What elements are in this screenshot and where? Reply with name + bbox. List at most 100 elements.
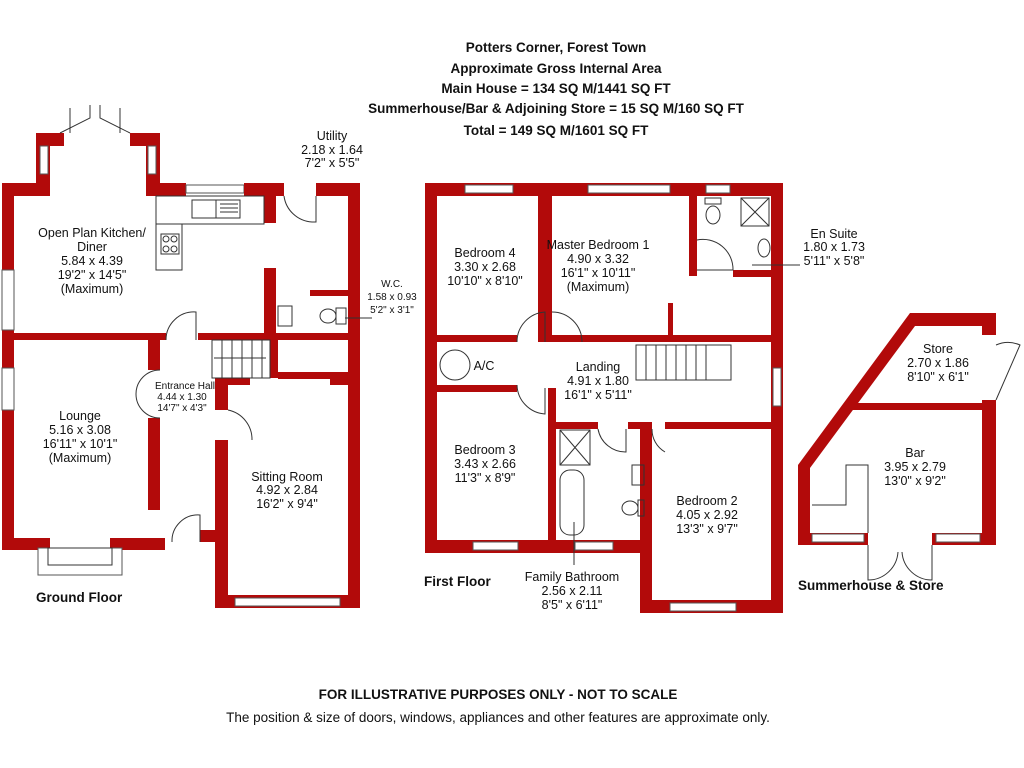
shower-icon bbox=[740, 197, 770, 227]
svg-text:8'5" x 6'11": 8'5" x 6'11" bbox=[542, 598, 603, 612]
basin-icon bbox=[757, 238, 771, 258]
svg-text:8'10" x 6'1": 8'10" x 6'1" bbox=[907, 370, 969, 384]
svg-text:3.95 x 2.79: 3.95 x 2.79 bbox=[884, 460, 946, 474]
first-floor-title: First Floor bbox=[424, 574, 491, 589]
wc-label: W.C. 1.58 x 0.93 5'2" x 3'1" bbox=[345, 279, 417, 319]
en-suite-label: En Suite 1.80 x 1.73 5'11" x 5'8" bbox=[752, 227, 865, 268]
svg-text:2.56 x 2.11: 2.56 x 2.11 bbox=[542, 584, 603, 598]
svg-text:16'11" x 10'1": 16'11" x 10'1" bbox=[43, 437, 118, 451]
french-doors bbox=[867, 545, 933, 581]
address: Potters Corner, Forest Town bbox=[466, 40, 647, 55]
header: Potters Corner, Forest Town Approximate … bbox=[368, 40, 744, 138]
door-arc bbox=[283, 195, 317, 223]
area-subtitle: Approximate Gross Internal Area bbox=[450, 61, 662, 76]
svg-text:7'2" x 5'5": 7'2" x 5'5" bbox=[305, 156, 360, 170]
svg-text:Utility: Utility bbox=[317, 129, 348, 143]
svg-text:Lounge: Lounge bbox=[59, 409, 101, 423]
kitchen-label: Open Plan Kitchen/ Diner 5.84 x 4.39 19'… bbox=[38, 226, 146, 296]
svg-text:(Maximum): (Maximum) bbox=[49, 451, 112, 465]
ground-floor-title: Ground Floor bbox=[36, 590, 123, 605]
door-arc bbox=[516, 384, 666, 453]
svg-text:4.92 x 2.84: 4.92 x 2.84 bbox=[256, 483, 318, 497]
stairs-icon bbox=[211, 339, 271, 379]
svg-text:3.43 x 2.66: 3.43 x 2.66 bbox=[454, 457, 516, 471]
shower-icon bbox=[559, 429, 591, 466]
svg-text:Master Bedroom 1: Master Bedroom 1 bbox=[547, 238, 650, 252]
svg-text:2.18 x 1.64: 2.18 x 1.64 bbox=[301, 143, 363, 157]
bar-counter bbox=[812, 464, 869, 533]
svg-text:Entrance Hall: Entrance Hall bbox=[155, 381, 215, 392]
svg-text:(Maximum): (Maximum) bbox=[567, 280, 630, 294]
svg-text:16'1" x 10'11": 16'1" x 10'11" bbox=[561, 266, 636, 280]
stairs-icon bbox=[635, 344, 732, 381]
total-area: Total = 149 SQ M/1601 SQ FT bbox=[464, 123, 649, 138]
front-door-arc bbox=[135, 369, 161, 419]
svg-text:Bedroom 2: Bedroom 2 bbox=[676, 494, 737, 508]
room-labels: Open Plan Kitchen/ Diner 5.84 x 4.39 19'… bbox=[38, 129, 969, 612]
hall-label: Entrance Hall 4.44 x 1.30 14'7" x 4'3" bbox=[155, 381, 215, 414]
svg-text:13'3" x 9'7": 13'3" x 9'7" bbox=[676, 522, 738, 536]
svg-text:Family Bathroom: Family Bathroom bbox=[525, 570, 619, 584]
basin-icon bbox=[631, 464, 645, 486]
hob-icon bbox=[160, 233, 180, 255]
svg-text:3.30 x 2.68: 3.30 x 2.68 bbox=[454, 260, 516, 274]
kitchen-worktop bbox=[155, 195, 265, 225]
disclaimer: FOR ILLUSTRATIVE PURPOSES ONLY - NOT TO … bbox=[319, 687, 678, 702]
door-arc bbox=[227, 409, 253, 441]
svg-text:13'0" x 9'2": 13'0" x 9'2" bbox=[884, 474, 946, 488]
svg-text:16'1" x 5'11": 16'1" x 5'11" bbox=[564, 388, 632, 402]
svg-text:Landing: Landing bbox=[576, 360, 621, 374]
svg-text:Open Plan Kitchen/: Open Plan Kitchen/ bbox=[38, 226, 146, 240]
master-bedroom-label: Master Bedroom 1 4.90 x 3.32 16'1" x 10'… bbox=[547, 238, 650, 294]
first-floor-plan bbox=[425, 183, 783, 613]
bar-label: Bar 3.95 x 2.79 13'0" x 9'2" bbox=[884, 446, 946, 488]
svg-text:5.16 x 3.08: 5.16 x 3.08 bbox=[49, 423, 111, 437]
svg-text:14'7" x 4'3": 14'7" x 4'3" bbox=[157, 403, 207, 414]
svg-text:5'2" x 3'1": 5'2" x 3'1" bbox=[370, 305, 414, 316]
lounge-label: Lounge 5.16 x 3.08 16'11" x 10'1" (Maxim… bbox=[43, 409, 118, 465]
svg-text:Store: Store bbox=[923, 342, 953, 356]
bath-icon bbox=[559, 469, 585, 536]
summerhouse-plan bbox=[798, 313, 1021, 581]
wc-toilet-icon bbox=[319, 307, 347, 325]
svg-text:11'3" x 8'9": 11'3" x 8'9" bbox=[455, 471, 516, 485]
svg-text:1.58 x 0.93: 1.58 x 0.93 bbox=[367, 292, 417, 303]
svg-text:5.84 x 4.39: 5.84 x 4.39 bbox=[61, 254, 123, 268]
svg-text:19'2" x 14'5": 19'2" x 14'5" bbox=[58, 268, 127, 282]
ac-label: A/C bbox=[474, 359, 495, 373]
basin-icon bbox=[277, 305, 293, 327]
utility-label: Utility 2.18 x 1.64 7'2" x 5'5" bbox=[301, 129, 363, 170]
svg-text:5'11" x 5'8": 5'11" x 5'8" bbox=[804, 254, 865, 268]
door-arc bbox=[171, 514, 201, 543]
svg-text:W.C.: W.C. bbox=[381, 279, 403, 290]
store-label: Store 2.70 x 1.86 8'10" x 6'1" bbox=[907, 342, 969, 384]
bathroom-label: Family Bathroom 2.56 x 2.11 8'5" x 6'11" bbox=[525, 522, 619, 612]
svg-text:16'2" x 9'4": 16'2" x 9'4" bbox=[256, 497, 318, 511]
summerhouse-title: Summerhouse & Store bbox=[798, 578, 944, 593]
footer-note: The position & size of doors, windows, a… bbox=[226, 710, 770, 725]
door-arc bbox=[696, 238, 734, 271]
svg-text:Bedroom 4: Bedroom 4 bbox=[454, 246, 515, 260]
svg-text:(Maximum): (Maximum) bbox=[61, 282, 124, 296]
landing-label: Landing 4.91 x 1.80 16'1" x 5'11" bbox=[564, 360, 632, 402]
sitting-room-label: Sitting Room 4.92 x 2.84 16'2" x 9'4" bbox=[251, 470, 323, 511]
svg-text:Sitting Room: Sitting Room bbox=[251, 470, 323, 484]
main-house-area: Main House = 134 SQ M/1441 SQ FT bbox=[441, 81, 671, 96]
svg-text:2.70 x 1.86: 2.70 x 1.86 bbox=[907, 356, 969, 370]
door-arc bbox=[165, 311, 197, 341]
ground-floor-plan bbox=[1, 105, 360, 608]
svg-text:4.90 x 3.32: 4.90 x 3.32 bbox=[567, 252, 629, 266]
cylinder-icon bbox=[439, 349, 471, 381]
svg-text:Diner: Diner bbox=[77, 240, 107, 254]
svg-text:1.80 x 1.73: 1.80 x 1.73 bbox=[803, 240, 865, 254]
toilet-icon bbox=[621, 499, 645, 517]
svg-text:4.44 x 1.30: 4.44 x 1.30 bbox=[157, 392, 207, 403]
svg-text:En Suite: En Suite bbox=[810, 227, 857, 241]
bedroom3-label: Bedroom 3 3.43 x 2.66 11'3" x 8'9" bbox=[454, 443, 516, 485]
svg-text:4.91 x 1.80: 4.91 x 1.80 bbox=[567, 374, 629, 388]
summerhouse-area: Summerhouse/Bar & Adjoining Store = 15 S… bbox=[368, 101, 744, 116]
bedroom2-label: Bedroom 2 4.05 x 2.92 13'3" x 9'7" bbox=[676, 494, 738, 536]
bedroom4-label: Bedroom 4 3.30 x 2.68 10'10" x 8'10" bbox=[447, 246, 523, 288]
svg-text:Bedroom 3: Bedroom 3 bbox=[454, 443, 515, 457]
svg-text:Bar: Bar bbox=[905, 446, 924, 460]
